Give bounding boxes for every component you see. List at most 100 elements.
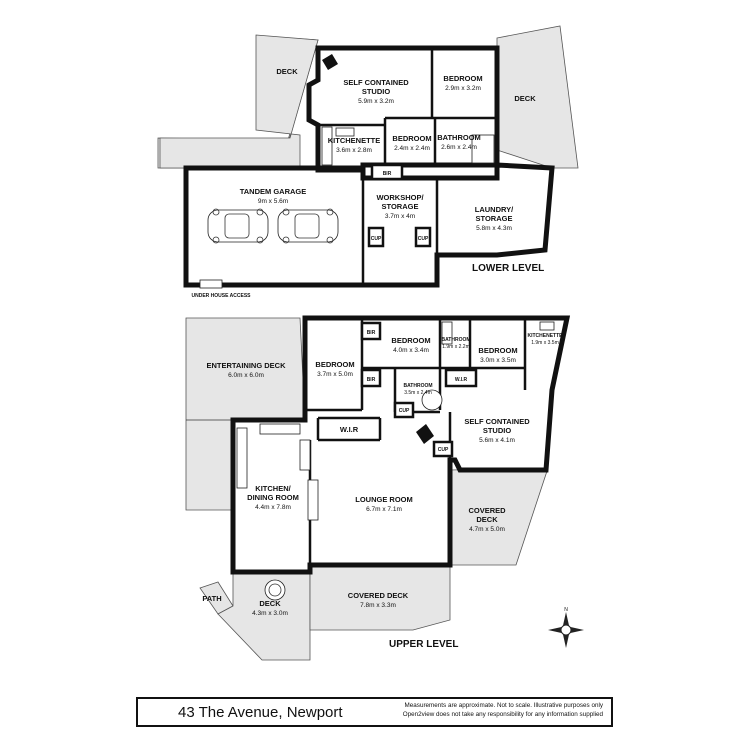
- room-label: SELF CONTAINED: [343, 78, 409, 87]
- lower-deck-left-area: [159, 34, 319, 169]
- cupboard: [393, 401, 415, 419]
- upper-main-block: [230, 315, 571, 575]
- room-dims: 5.6m x 4.1m: [479, 437, 515, 444]
- room-label: CUP: [418, 236, 429, 242]
- room-label: COVERED: [468, 506, 506, 515]
- svg-text:N: N: [564, 607, 568, 613]
- room-dims: 7.8m x 3.3m: [360, 602, 396, 609]
- room-label: STUDIO: [483, 426, 512, 435]
- room-label: W.I.R: [340, 425, 359, 434]
- room-dims: 1.9m x 3.5m: [531, 340, 559, 346]
- room-dims: 5.9m x 3.2m: [358, 98, 394, 105]
- car-icon: [207, 208, 269, 244]
- property-address: 43 The Avenue, Newport: [178, 704, 343, 721]
- disclaimer-line: Open2view does not take any responsibili…: [402, 711, 603, 718]
- room-label: STORAGE: [382, 202, 419, 211]
- kitchen-counter: [259, 423, 301, 435]
- room-dims: 4.0m x 3.4m: [393, 347, 429, 354]
- room-dims: 6.7m x 7.1m: [366, 506, 402, 513]
- room-label: BATHROOM: [441, 337, 470, 343]
- room-label: DECK: [259, 599, 281, 608]
- room-dims: 4.3m x 3.0m: [252, 610, 288, 617]
- room-label: BEDROOM: [392, 134, 431, 143]
- lower-level-plan: DECK SELF CONTAINED STUDIO 5.9m x 3.2m B…: [157, 25, 579, 299]
- room-dims: 1.9m x 2.2m: [442, 344, 470, 350]
- room-dims: 2.4m x 2.4m: [394, 145, 430, 152]
- upper-level-plan: N ENTERTAINING DECK 6.0m x 6.0m BEDROOM …: [185, 315, 584, 661]
- kitchen-counter: [321, 126, 333, 166]
- room-dims: 3.5m x 2.4m: [404, 390, 432, 396]
- under-house-access-label: UNDER HOUSE ACCESS: [192, 293, 252, 299]
- lower-deck-right: [496, 25, 579, 169]
- room-label: BEDROOM: [478, 346, 517, 355]
- kitchen-counter: [307, 479, 319, 521]
- room-label: DECK: [476, 515, 498, 524]
- room-label: BATHROOM: [403, 383, 432, 389]
- room-label: KITCHENETTE: [328, 136, 381, 145]
- kitchen-counter: [236, 427, 248, 489]
- wir-closet: [444, 368, 478, 388]
- sink-icon: [539, 321, 555, 331]
- cupboard: [414, 226, 432, 248]
- room-dims: 6.0m x 6.0m: [228, 372, 264, 379]
- room-label: CUP: [371, 236, 382, 242]
- stair-block: [199, 279, 223, 289]
- stove-icon: [416, 424, 434, 444]
- bath-fixture: [441, 321, 453, 345]
- kitchen-island: [299, 439, 311, 471]
- room-dims: 3.7m x 4m: [385, 213, 415, 220]
- room-dims: 3.7m x 5.0m: [317, 371, 353, 378]
- spa-icon: [264, 579, 286, 601]
- room-label: LOUNGE ROOM: [355, 495, 413, 504]
- room-label: STORAGE: [476, 214, 513, 223]
- cupboard: [432, 440, 454, 458]
- room-dims: 2.6m x 2.4m: [441, 144, 477, 151]
- bath-fixture: [471, 134, 495, 164]
- room-label: BEDROOM: [391, 336, 430, 345]
- room-label: CUP: [399, 408, 410, 414]
- room-label: BEDROOM: [443, 74, 482, 83]
- room-label: COVERED DECK: [348, 591, 409, 600]
- footer-box: 43 The Avenue, Newport Measurements are …: [136, 697, 613, 727]
- room-dims: 9m x 5.6m: [258, 198, 288, 205]
- car-icon: [277, 208, 339, 244]
- cupboard: [367, 226, 385, 248]
- room-dims: 4.7m x 5.0m: [469, 526, 505, 533]
- room-label: WORKSHOP/: [376, 193, 424, 202]
- covered-deck-right: [449, 467, 549, 566]
- room-dims: 2.9m x 3.2m: [445, 85, 481, 92]
- sink-icon: [335, 127, 355, 137]
- room-label: PATH: [202, 594, 221, 603]
- room-label: W.I.R: [455, 377, 468, 383]
- room-label: CUP: [438, 447, 449, 453]
- stove-icon: [322, 54, 338, 70]
- room-label: DECK: [276, 67, 298, 76]
- bir-closet: [360, 321, 382, 341]
- room-dims: 3.6m x 2.8m: [336, 147, 372, 154]
- disclaimer-line: Measurements are approximate. Not to sca…: [404, 702, 603, 709]
- level-label: UPPER LEVEL: [389, 639, 458, 650]
- spa-icon: [268, 583, 282, 597]
- room-label: BIR: [383, 171, 392, 177]
- bir-closet: [370, 163, 404, 181]
- room-dims: 3.0m x 3.5m: [480, 357, 516, 364]
- bir-closet: [360, 368, 382, 388]
- level-label: LOWER LEVEL: [472, 263, 544, 274]
- room-dims: 5.8m x 4.3m: [476, 225, 512, 232]
- room-label: STUDIO: [362, 87, 391, 96]
- compass-rose-icon: N: [548, 607, 584, 648]
- room-label: SELF CONTAINED: [464, 417, 530, 426]
- spiral-stair-icon: [421, 389, 443, 411]
- room-label: BIR: [367, 330, 376, 336]
- room-label: KITCHENETTE: [528, 333, 564, 339]
- room-dims: 4.4m x 7.8m: [255, 504, 291, 511]
- room-label: LAUNDRY/: [475, 205, 514, 214]
- room-label: DINING ROOM: [247, 493, 299, 502]
- room-label: TANDEM GARAGE: [240, 187, 307, 196]
- room-label: BIR: [367, 377, 376, 383]
- room-label: DECK: [514, 94, 536, 103]
- room-label: ENTERTAINING DECK: [206, 361, 286, 370]
- room-label: BATHROOM: [437, 133, 481, 142]
- room-label: KITCHEN/: [255, 484, 291, 493]
